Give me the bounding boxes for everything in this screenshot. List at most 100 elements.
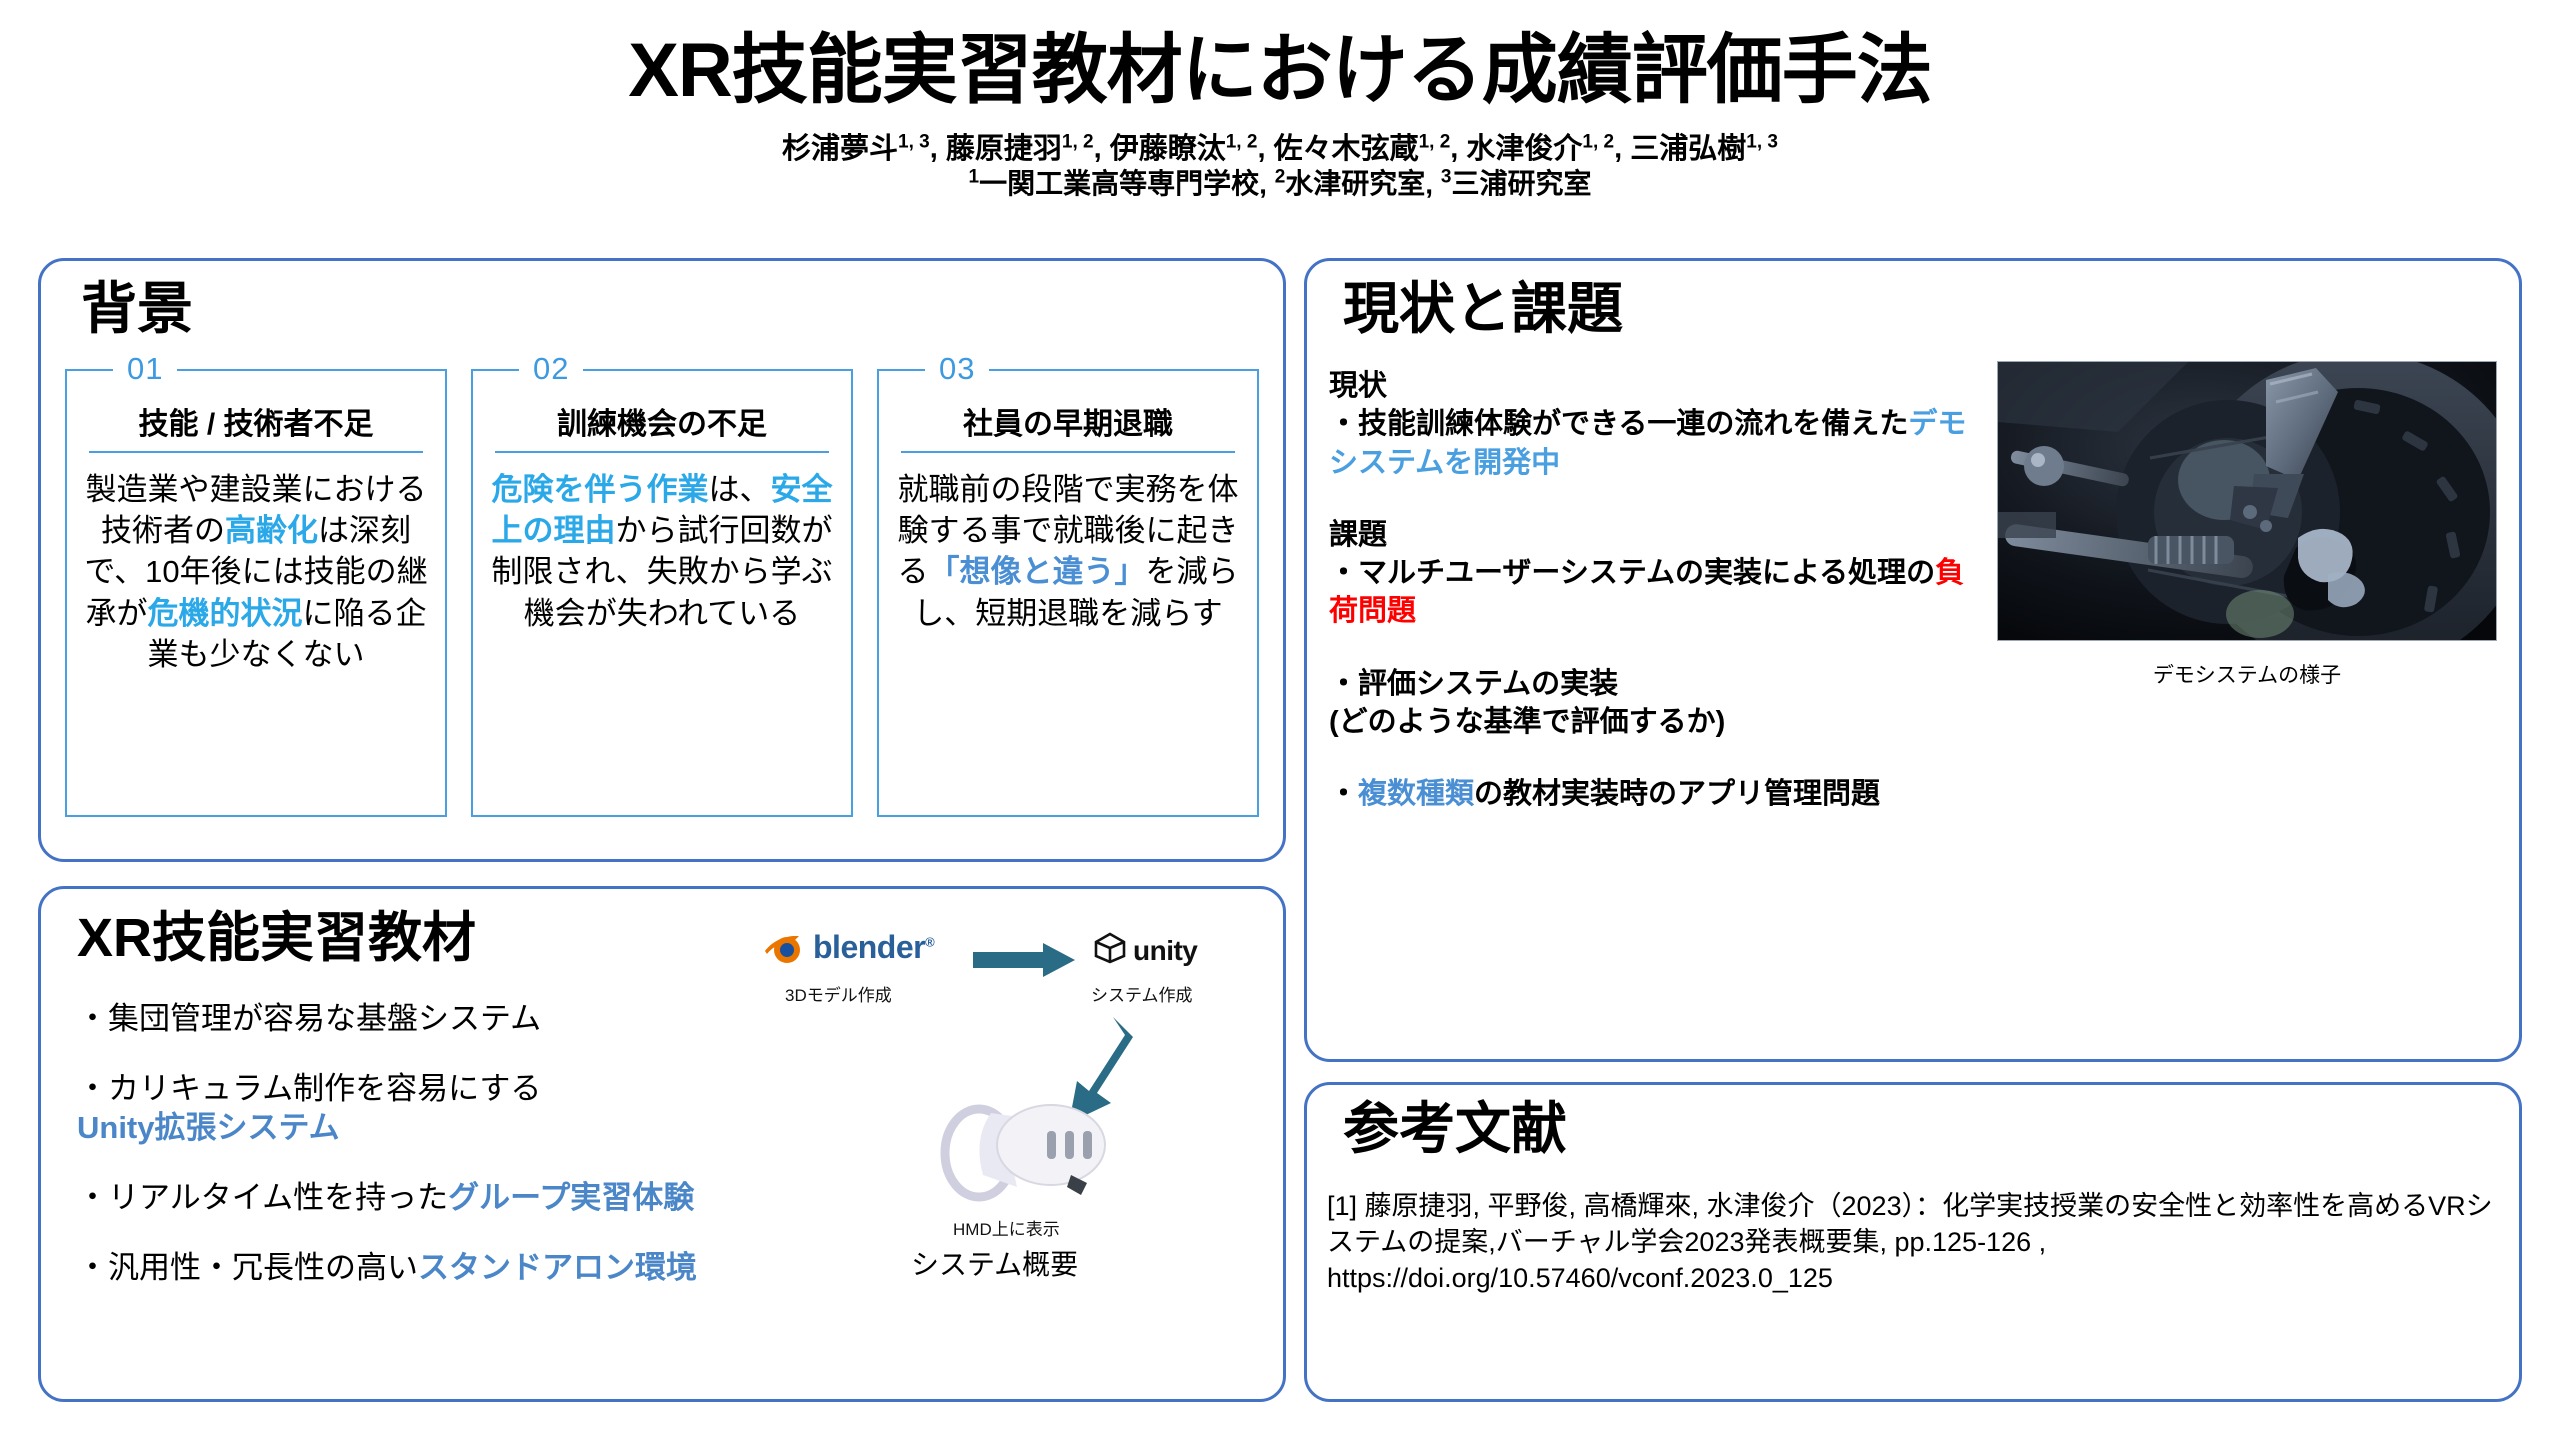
card-divider (89, 451, 423, 453)
status-current-text: ・技能訓練体験ができる一連の流れを備えたデモシステムを開発中 (1329, 408, 1967, 479)
background-card-list: 01 技能 / 技術者不足 製造業や建設業における技術者の高齢化は深刻で、10年… (65, 353, 1259, 817)
panel-status-title: 現状と課題 (1343, 277, 1623, 340)
card-body: 就職前の段階で実務を体験する事で就職後に起きる「想像と違う」を減らし、短期退職を… (897, 472, 1239, 631)
blender-logo: blender® (763, 929, 935, 966)
author-affil-marker: 1, 2 (1418, 131, 1451, 153)
status-issue-item: ・複数種類の教材実装時のアプリ管理問題 (1329, 778, 1881, 811)
demo-caption: デモシステムの様子 (2152, 664, 2342, 687)
text-run-hl: 危険を伴う作業 (491, 472, 709, 507)
xr-bullet-item: ・集団管理が容易な基盤システム (77, 1001, 542, 1036)
spacer (1329, 631, 1989, 665)
status-issue-item: ・マルチユーザーシステムの実装による処理の負荷問題 (1329, 557, 1965, 628)
text-run-cyanblue: デモシステムを開発中 (1329, 408, 1967, 479)
card-number-rule: 03 (879, 353, 1257, 384)
text-run-accent: グループ実習体験 (448, 1180, 695, 1216)
panel-background: 背景 01 技能 / 技術者不足 製造業や建設業における技術者の高齢化は深刻で、… (38, 258, 1286, 862)
demo-figure: デモシステムの様子 (1997, 361, 2497, 689)
author-name: 伊藤瞭汰1, 2 (1109, 131, 1258, 165)
card-number-rule: 01 (67, 353, 445, 384)
status-current-label: 現状 (1329, 370, 1388, 402)
card-number: 02 (533, 350, 570, 386)
page-title: XR技能実習教材における成績評価手法 (628, 28, 1933, 113)
background-card: 01 技能 / 技術者不足 製造業や建設業における技術者の高齢化は深刻で、10年… (65, 353, 447, 817)
affiliation-item: 3三浦研究室 (1440, 167, 1592, 200)
author-name: 佐々木弦蔵1, 2 (1273, 131, 1451, 165)
unity-wordmark: unity (1133, 934, 1198, 966)
status-issues-label: 課題 (1329, 518, 1388, 551)
author-affil-marker: 1, 3 (898, 131, 930, 153)
affiliation-marker: 2 (1274, 167, 1286, 189)
text-run-hl: 危機的状況 (147, 595, 303, 631)
blender-trademark: ® (925, 934, 935, 950)
card-body: 製造業や建設業における技術者の高齢化は深刻で、10年後には技能の継承が危機的状況… (84, 472, 428, 672)
spacer (1329, 741, 1989, 775)
unity-icon (1093, 931, 1127, 970)
rule-right (177, 369, 445, 371)
affiliation-item: 2水津研究室 (1274, 167, 1426, 200)
hmd-headset-icon (921, 1083, 1121, 1211)
text-run-hl: 安全上の理由 (491, 472, 833, 549)
panel-references-title: 参考文献 (1343, 1097, 1567, 1160)
author-affil-marker: 1, 2 (1225, 131, 1258, 153)
author-affil-marker: 1, 2 (1061, 131, 1094, 153)
affiliation-separator: , (1259, 168, 1275, 200)
spacer (1329, 482, 1989, 516)
blender-icon (763, 931, 807, 965)
card-number: 03 (939, 350, 976, 386)
rule-right (989, 369, 1257, 371)
author-name: 杉浦夢斗1, 3 (782, 131, 930, 165)
affiliation-list: 1一関工業高等専門学校, 2水津研究室, 3三浦研究室 (0, 167, 2560, 201)
card-number-rule: 02 (473, 353, 851, 384)
rule-left (879, 369, 925, 371)
author-name: 水津俊介1, 2 (1466, 131, 1615, 165)
author-separator: , (1093, 132, 1110, 165)
arrow-blender-to-unity-icon (973, 941, 1077, 984)
text-run-blue: 複数種類 (1358, 778, 1475, 811)
author-separator: , (1614, 132, 1631, 165)
panel-background-title: 背景 (81, 277, 193, 340)
text-run-accent: Unity拡張システム (77, 1110, 340, 1146)
author-affil-marker: 1, 2 (1582, 131, 1615, 153)
author-affil-marker: 1, 3 (1746, 131, 1778, 153)
background-card: 03 社員の早期退職 就職前の段階で実務を体験する事で就職後に起きる「想像と違う… (877, 353, 1259, 817)
author-name: 三浦弘樹1, 3 (1630, 131, 1778, 165)
diagram-top-row: blender® unit (741, 929, 1257, 991)
author-separator: , (929, 132, 946, 165)
affiliation-item: 1一関工業高等専門学校 (968, 167, 1260, 200)
card-divider (901, 451, 1235, 453)
text-run-red: 負荷問題 (1329, 557, 1965, 628)
xr-bullet-item: ・リアルタイム性を持ったグループ実習体験 (77, 1180, 695, 1216)
card-body: 危険を伴う作業は、安全上の理由から試行回数が制限され、失敗から学ぶ機会が失われて… (491, 472, 833, 631)
demo-screenshot (1997, 361, 2497, 641)
status-issue-item: ・評価システムの実装(どのような基準で評価するか) (1329, 667, 1726, 738)
text-run-hl: 高齢化 (225, 513, 318, 549)
blender-wordmark: blender® (813, 929, 935, 965)
blender-caption: 3Dモデル作成 (785, 986, 892, 1005)
system-overview-caption: システム概要 (911, 1249, 1079, 1280)
author-list: 杉浦夢斗1, 3, 藤原捷羽1, 2, 伊藤瞭汰1, 2, 佐々木弦蔵1, 2,… (0, 130, 2560, 167)
reference-list: [1] 藤原捷羽, 平野俊, 高橋輝來, 水津俊介（2023）：化学実技授業の安… (1327, 1189, 2505, 1297)
affiliation-separator: , (1425, 168, 1441, 200)
panel-xr-title: XR技能実習教材 (77, 908, 477, 968)
hmd-caption: HMD上に表示 (953, 1220, 1060, 1239)
text-run-accent: スタンドアロン環境 (418, 1249, 697, 1285)
rule-right (583, 369, 851, 371)
background-card: 02 訓練機会の不足 危険を伴う作業は、安全上の理由から試行回数が制限され、失敗… (471, 353, 853, 817)
card-divider (495, 451, 829, 453)
reference-entry: https://doi.org/10.57460/vconf.2023.0_12… (1327, 1262, 1833, 1293)
xr-bullet-item: ・汎用性・冗長性の高いスタンドアロン環境 (77, 1249, 697, 1285)
author-separator: , (1450, 132, 1467, 165)
rule-left (67, 369, 113, 371)
author-separator: , (1257, 132, 1274, 165)
system-overview-diagram: blender® unit (741, 915, 1257, 1377)
author-name: 藤原捷羽1, 2 (945, 131, 1094, 165)
poster-header: XR技能実習教材における成績評価手法 杉浦夢斗1, 3, 藤原捷羽1, 2, 伊… (0, 28, 2560, 201)
rule-left (473, 369, 519, 371)
unity-caption: システム作成 (1091, 986, 1193, 1005)
card-heading: 技能 / 技術者不足 (138, 408, 374, 441)
affiliation-marker: 1 (968, 167, 980, 189)
